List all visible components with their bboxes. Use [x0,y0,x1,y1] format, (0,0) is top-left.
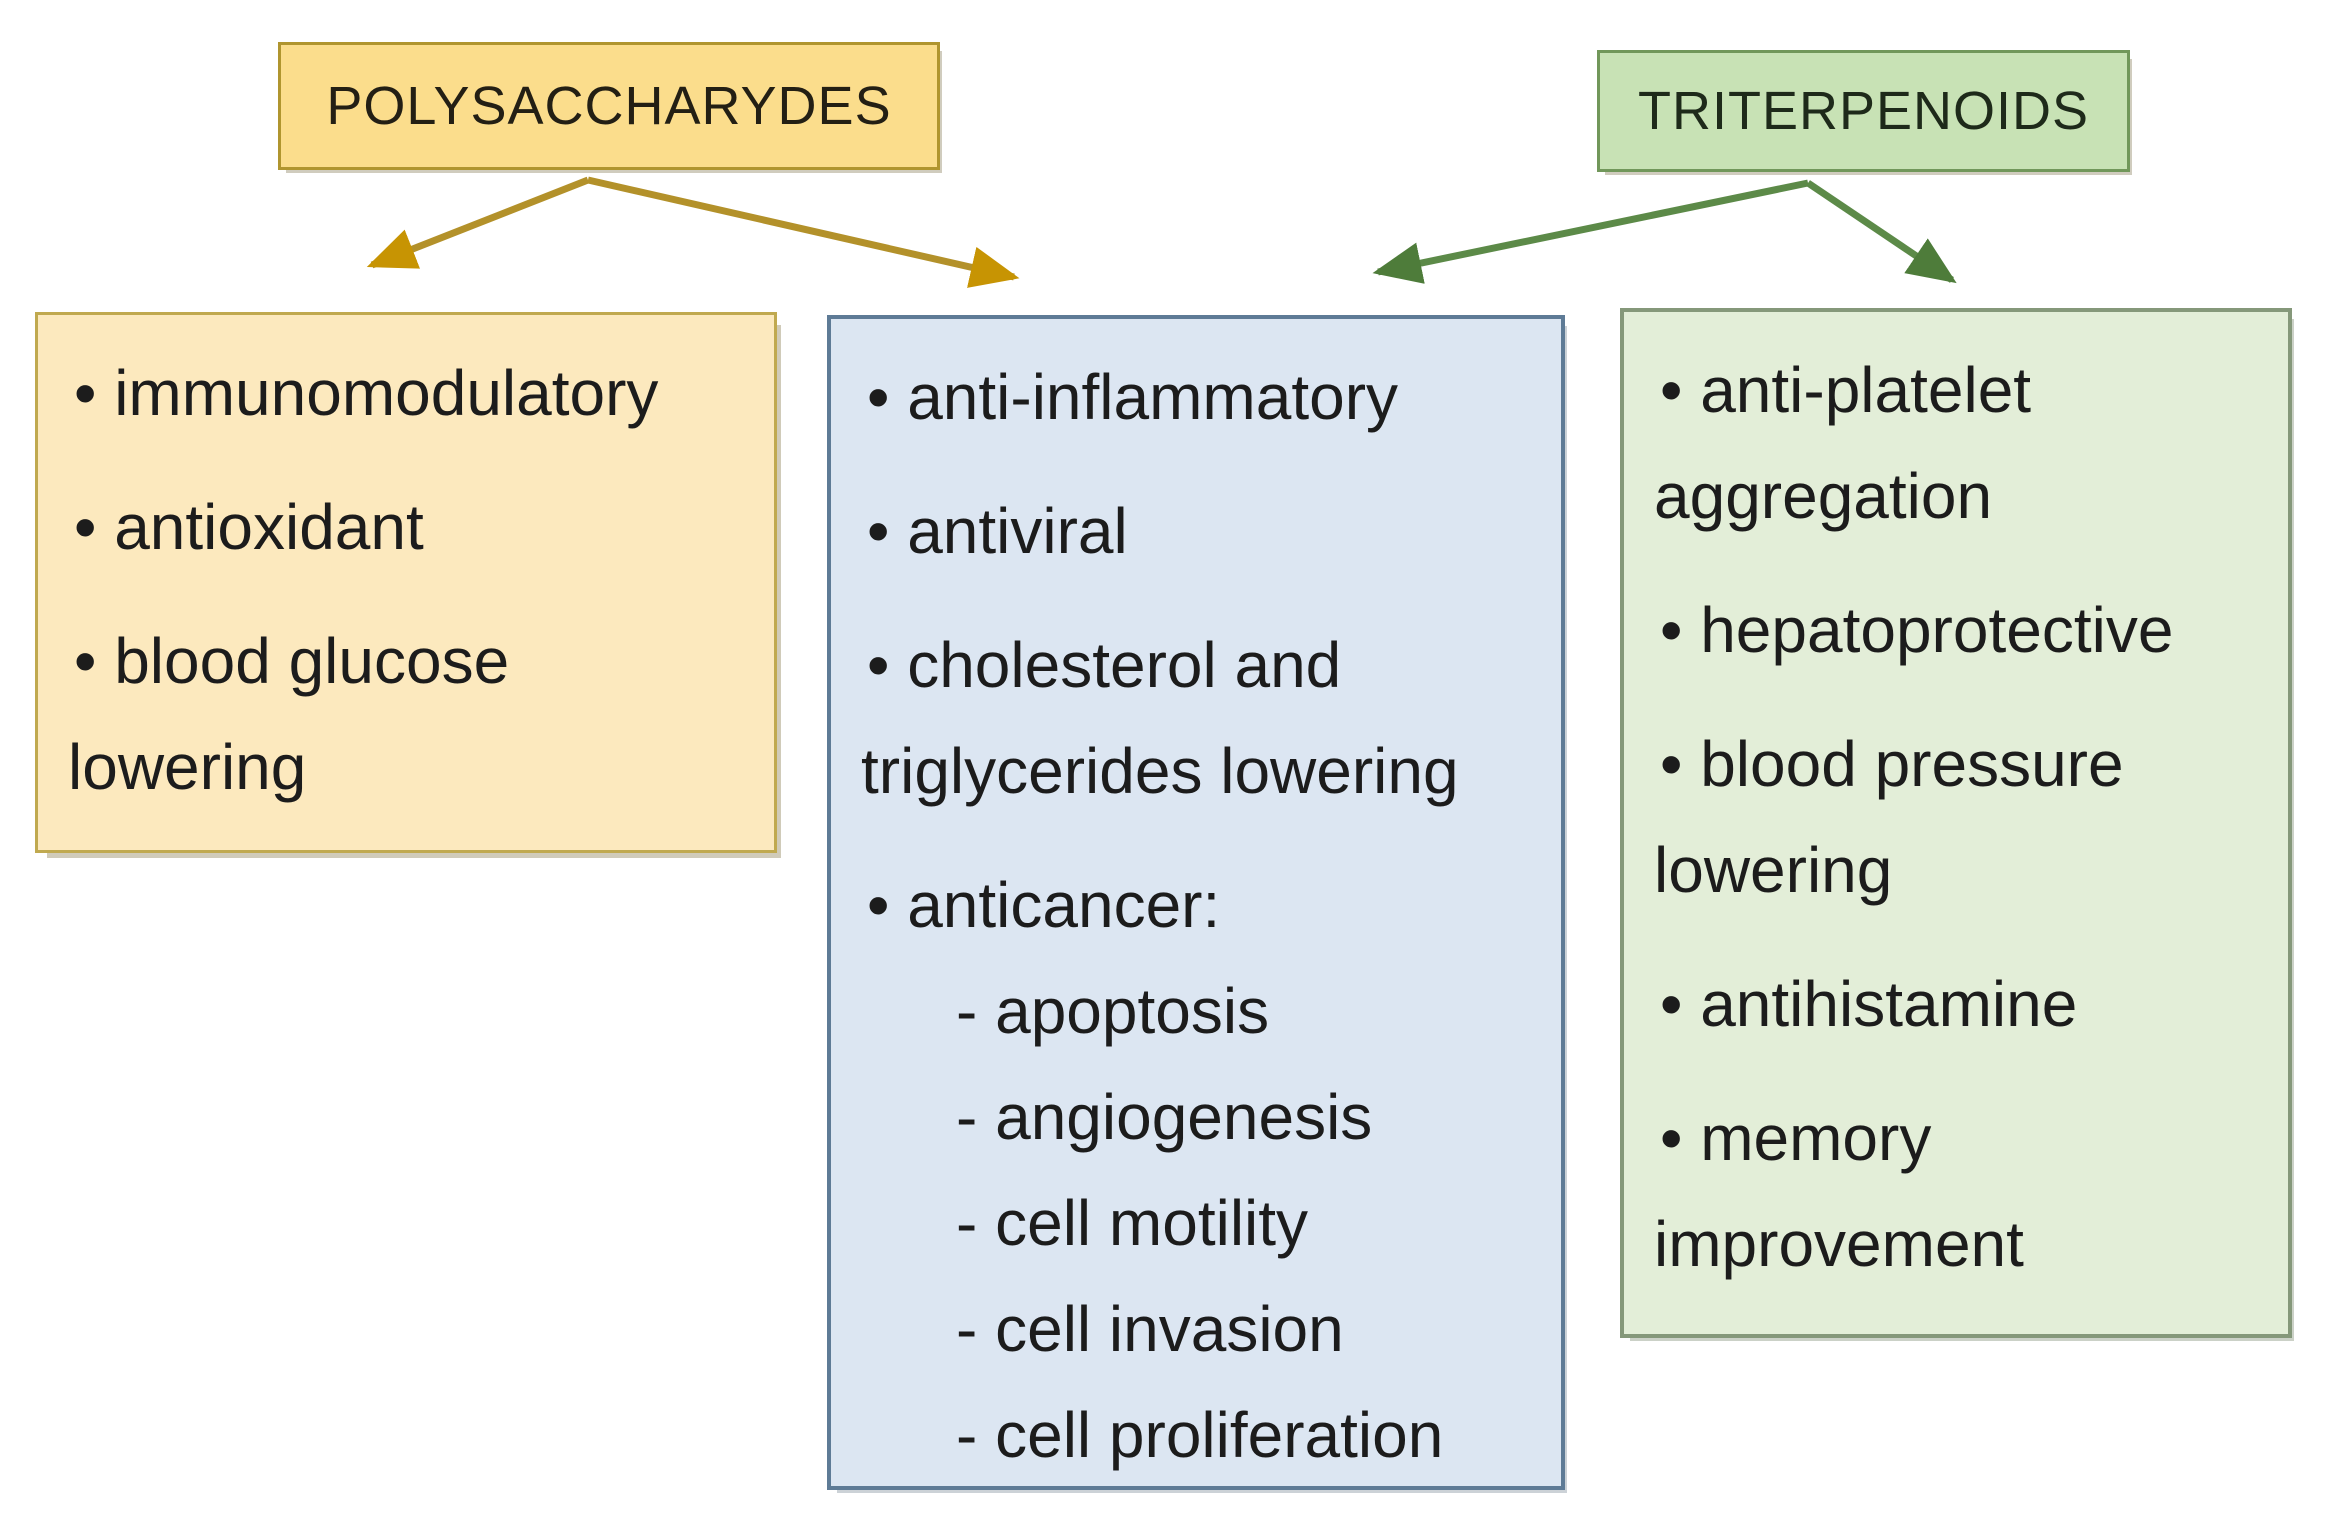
polysaccharides-links [366,176,1020,288]
polysaccharides-effects-box: • immunomodulatory • antioxidant • blood g… [35,312,777,853]
list-item: • immunomodulatory [74,357,659,429]
list-item: • memory improvement [1654,1102,2024,1280]
list-item: • anti-inflammatory [867,361,1398,433]
list-item: • blood pressure lowering [1654,728,2124,906]
sub-list-item: - cell invasion [956,1293,1344,1365]
list-item: • cholesterol and triglycerides lowering [861,629,1459,807]
list-item: • antihistamine [1660,968,2078,1040]
list-item: • antioxidant [74,491,424,563]
list-item: • anti-platelet aggregation [1654,354,2032,532]
header-polysaccharides: POLYSACCHARYDES [278,42,940,170]
sub-list-item: - cell motility [956,1187,1309,1259]
list-item: • anticancer: [867,869,1221,941]
list-item: • blood glucose lowering [68,625,510,803]
sub-list-item: - cell proliferation [956,1399,1444,1471]
list-item: • antiviral [867,495,1128,567]
triterpenoids-links [1372,179,1957,284]
list-item: • hepatoprotective [1660,594,2174,666]
shared-effects-box: • anti-inflammatory • antiviral • choleste… [827,315,1565,1490]
sub-list-item: - angiogenesis [956,1081,1373,1153]
sub-list-item: - apoptosis [956,975,1270,1047]
header-triterpenoids: TRITERPENOIDS [1597,50,2130,172]
triterpenoids-effects-box: • anti-platelet aggregation • hepatoprote… [1620,308,2292,1338]
